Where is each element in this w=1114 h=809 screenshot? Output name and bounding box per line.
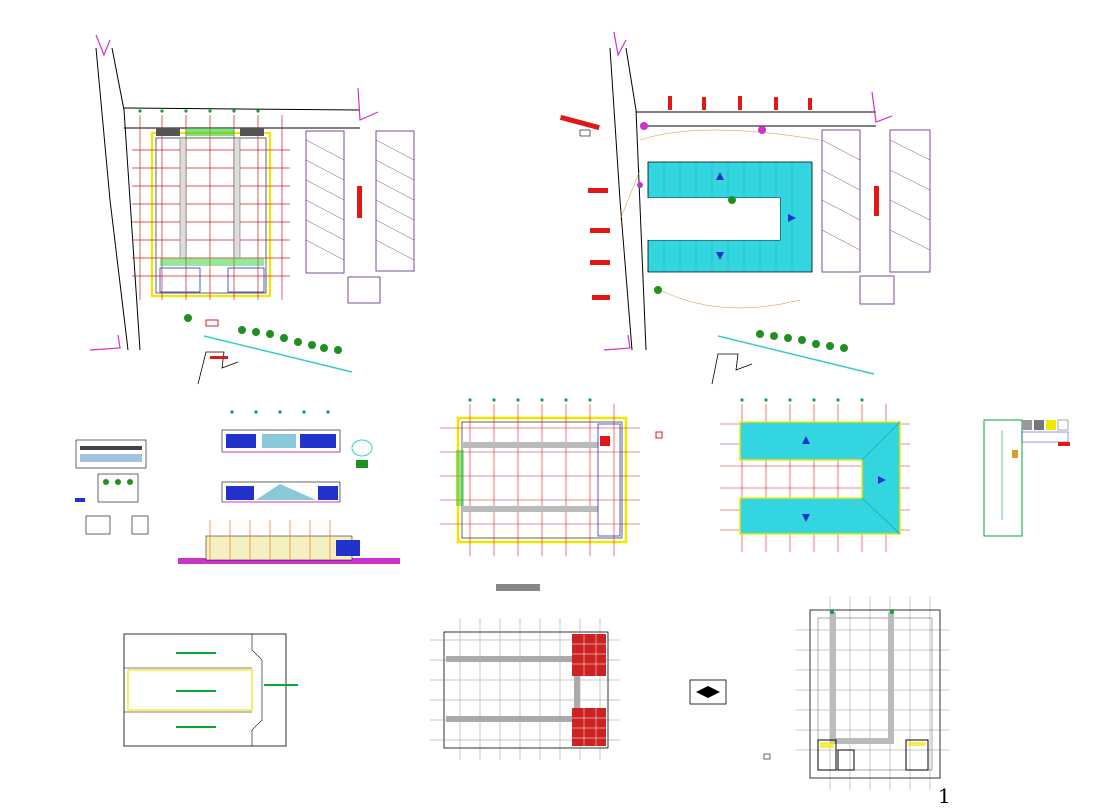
site-plan-left [89, 34, 415, 385]
elevations [178, 429, 400, 564]
page-number: 1 [938, 784, 951, 808]
north-arrow-icon [689, 679, 771, 760]
floor-plan [440, 404, 663, 591]
framing-plan [796, 596, 950, 790]
roof-plan [720, 404, 910, 552]
foundation-outline [123, 633, 298, 747]
detail-legend [983, 419, 1070, 537]
site-plan-right [559, 31, 931, 385]
structural-plan [430, 584, 620, 760]
tree-icon [184, 314, 342, 354]
axis-bubble-icon [138, 109, 864, 414]
legend-block [75, 439, 149, 535]
